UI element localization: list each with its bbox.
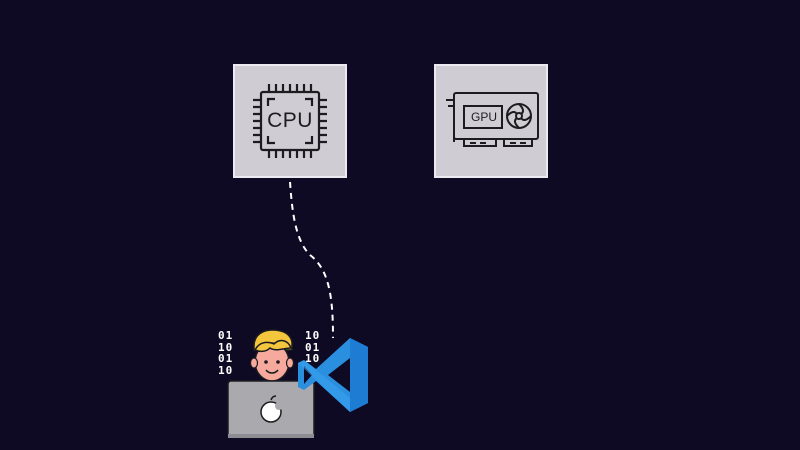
cpu-card: CPU [233,64,347,178]
binary-digit: 01 [218,329,234,342]
binary-digits-right: 10 01 10 [305,330,320,365]
cpu-label: CPU [267,109,313,132]
binary-digit: 10 [305,329,321,342]
gpu-card: GPU [434,64,548,178]
cpu-chip-icon [253,84,327,158]
binary-digits-left: 01 10 01 10 [218,330,233,376]
binary-digit: 01 [305,340,321,354]
binary-digit: 10 [305,352,321,365]
gpu-label: GPU [470,110,497,124]
developer-laptop-icon [227,329,315,438]
vscode-logo-icon [298,338,368,412]
graphics-card-icon [446,92,539,147]
binary-digit: 10 [218,363,234,377]
binary-digit: 10 [218,340,234,354]
binary-digit: 01 [218,352,234,365]
